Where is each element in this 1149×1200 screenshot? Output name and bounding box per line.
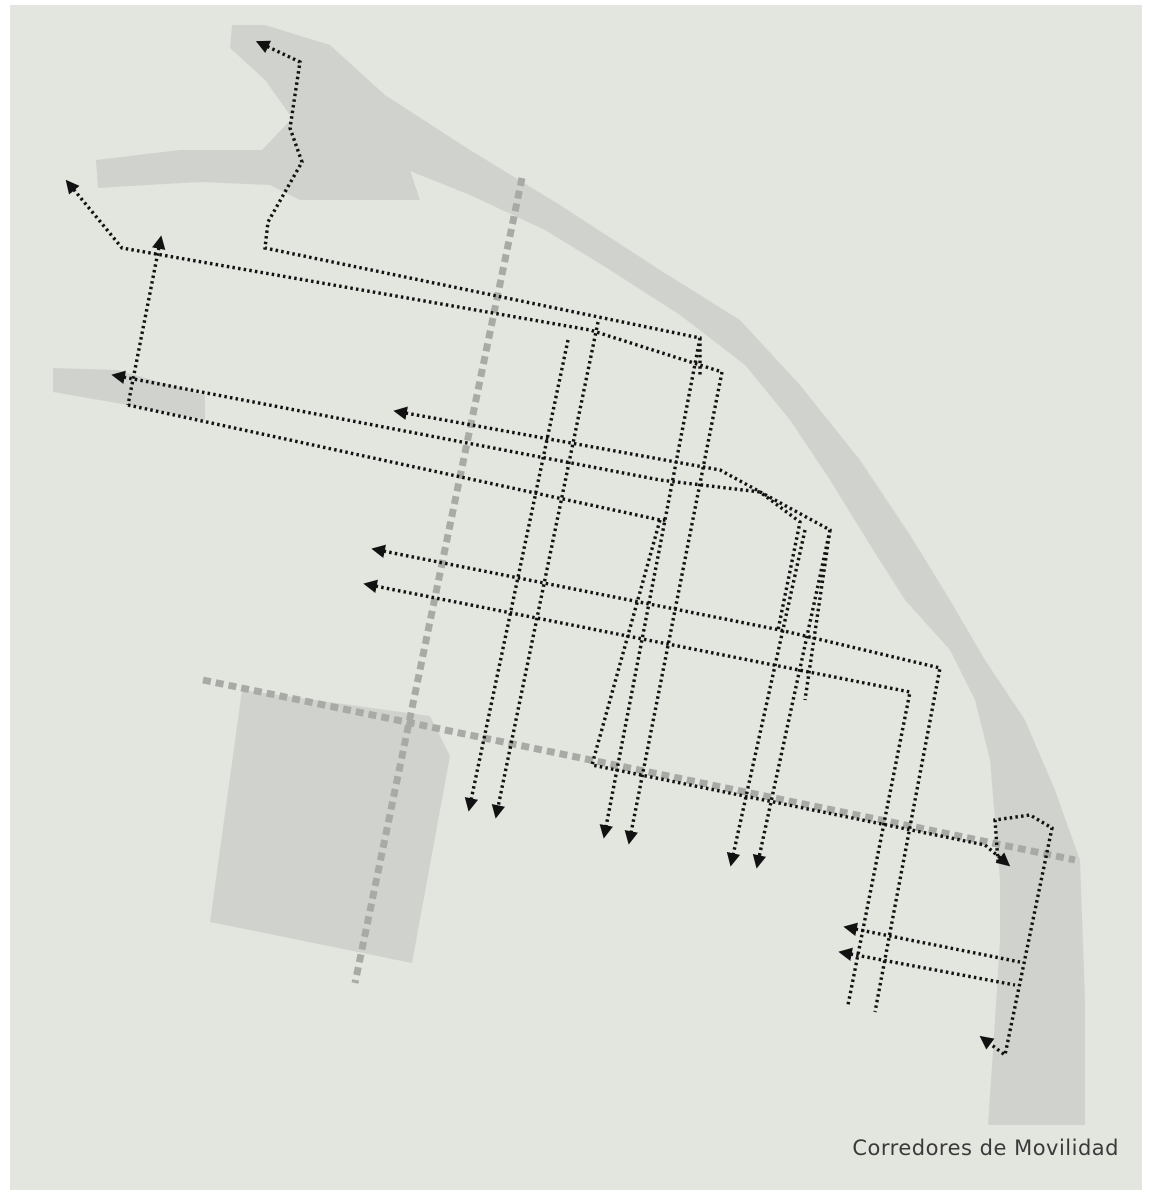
- route-vertical-c: [599, 337, 702, 839]
- route-vertical-b: [491, 321, 600, 819]
- route-north-loop: [255, 40, 702, 375]
- route-southeast-2: [838, 947, 1016, 987]
- route-south-loop-1: [371, 544, 942, 1013]
- route-northwest: [65, 179, 723, 374]
- transit-corridors: [202, 177, 1076, 984]
- route-southeast-1: [843, 922, 1021, 964]
- route-south-loop-2: [363, 579, 912, 1006]
- route-west-east-2: [127, 403, 668, 522]
- route-mid-east: [393, 406, 832, 701]
- route-vertical-e: [589, 519, 1011, 867]
- park-large: [210, 690, 450, 963]
- map-title: Corredores de Movilidad: [852, 1136, 1119, 1160]
- route-east-hook: [979, 813, 1054, 1058]
- transit-corridor-east-west: [202, 676, 1076, 864]
- river-main: [230, 25, 1085, 1125]
- map-background: [10, 5, 1142, 1190]
- mobility-routes: [65, 40, 1054, 1058]
- river-arm-west: [96, 100, 420, 200]
- route-west-vertical: [126, 235, 166, 406]
- route-vertical-f: [726, 529, 807, 867]
- transit-corridor-north-south: [351, 177, 526, 984]
- river: [96, 25, 1085, 1125]
